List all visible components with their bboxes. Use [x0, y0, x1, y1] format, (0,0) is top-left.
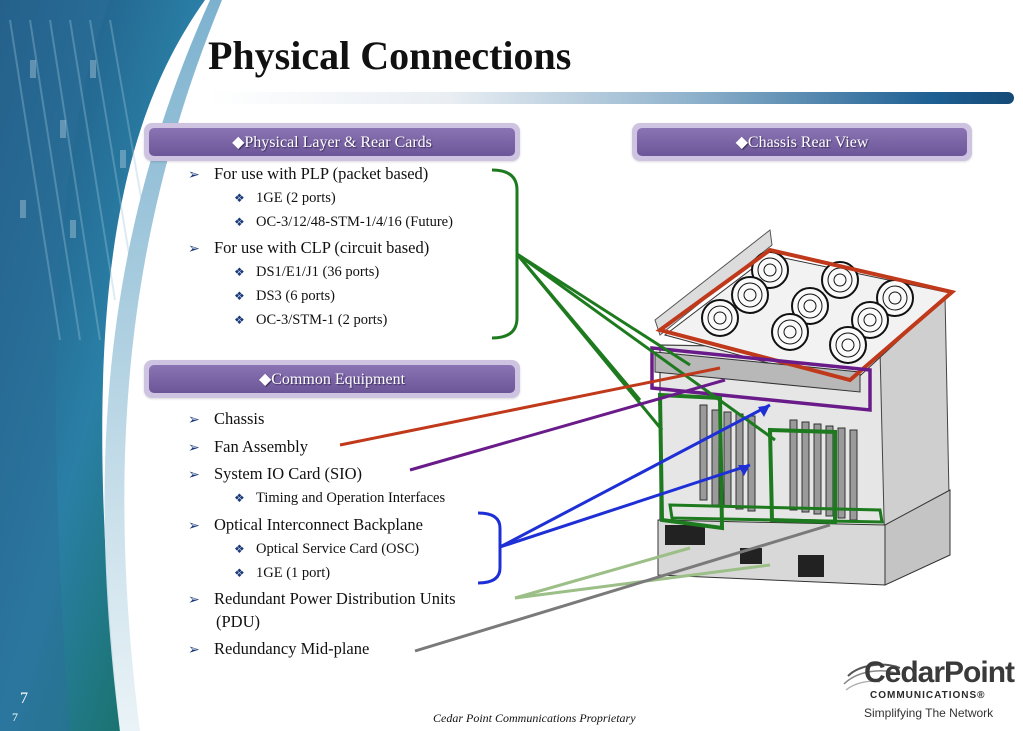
logo-swoosh-icon: [843, 663, 901, 691]
diamond-bullet-icon: ❖: [234, 265, 245, 279]
list-subitem: ❖OC-3/STM-1 (2 ports): [234, 312, 388, 328]
logo-wordmark: CedarPoint: [864, 656, 1015, 689]
page-title: Physical Connections: [208, 33, 572, 78]
list-item-midplane: ➢Redundancy Mid-plane: [188, 639, 370, 658]
list-item-sio: ➢System IO Card (SIO): [188, 464, 363, 483]
header-chassis-rear-view: ◆Chassis Rear View: [632, 123, 972, 161]
cedarpoint-logo: CedarPoint COMMUNICATIONS® Simplifying T…: [840, 656, 1020, 722]
arrow-bullet-icon: ➢: [188, 413, 200, 428]
title-underline: [208, 92, 1014, 104]
list-subitem: ❖1GE (1 port): [234, 565, 331, 581]
page-number-small: 7: [12, 710, 18, 724]
list-item-pdu: ➢Redundant Power Distribution Units: [188, 589, 456, 608]
list-subitem: ❖DS3 (6 ports): [234, 288, 335, 304]
arrow-bullet-icon: ➢: [188, 441, 200, 456]
list-subitem: ❖OC-3/12/48-STM-1/4/16 (Future): [234, 214, 453, 230]
logo-tagline: Simplifying The Network: [864, 706, 994, 720]
list-item-pdu-continued: (PDU): [216, 612, 260, 631]
list-item-chassis: ➢Chassis: [188, 409, 265, 428]
footer-text: Cedar Point Communications Proprietary: [433, 711, 636, 725]
diamond-bullet-icon: ❖: [234, 289, 245, 303]
logo-subtitle: COMMUNICATIONS®: [870, 690, 986, 701]
diamond-bullet-icon: ❖: [234, 313, 245, 327]
list-item-plp: ➢For use with PLP (packet based): [188, 164, 429, 183]
arrow-bullet-icon: ➢: [188, 468, 200, 483]
arrow-bullet-icon: ➢: [188, 242, 200, 257]
arrow-bullet-icon: ➢: [188, 519, 200, 534]
arrow-bullet-icon: ➢: [188, 643, 200, 658]
header-chassis-rear-view-label: ◆Chassis Rear View: [637, 128, 967, 156]
diamond-bullet-icon: ❖: [234, 215, 245, 229]
list-subitem: ❖Timing and Operation Interfaces: [234, 490, 446, 506]
chassis-illustration: [654, 229, 952, 586]
list-item-fan-assembly: ➢Fan Assembly: [188, 437, 308, 456]
header-physical-layer: ◆Physical Layer & Rear Cards: [144, 123, 520, 161]
list-item-optical-backplane: ➢Optical Interconnect Backplane: [188, 515, 423, 534]
header-physical-layer-label: ◆Physical Layer & Rear Cards: [149, 128, 515, 156]
diamond-bullet-icon: ❖: [234, 566, 245, 580]
list-subitem: ❖Optical Service Card (OSC): [234, 541, 420, 557]
list-subitem: ❖DS1/E1/J1 (36 ports): [234, 264, 380, 280]
arrow-bullet-icon: ➢: [188, 593, 200, 608]
diamond-bullet-icon: ❖: [234, 191, 245, 205]
list-subitem: ❖1GE (2 ports): [234, 190, 336, 206]
arrow-bullet-icon: ➢: [188, 168, 200, 183]
header-common-equipment-label: ◆Common Equipment: [149, 365, 515, 393]
page-number-large: 7: [20, 690, 28, 707]
list-item-clp: ➢For use with CLP (circuit based): [188, 238, 430, 257]
header-common-equipment: ◆Common Equipment: [144, 360, 520, 398]
diamond-bullet-icon: ❖: [234, 542, 245, 556]
diamond-bullet-icon: ❖: [234, 491, 245, 505]
